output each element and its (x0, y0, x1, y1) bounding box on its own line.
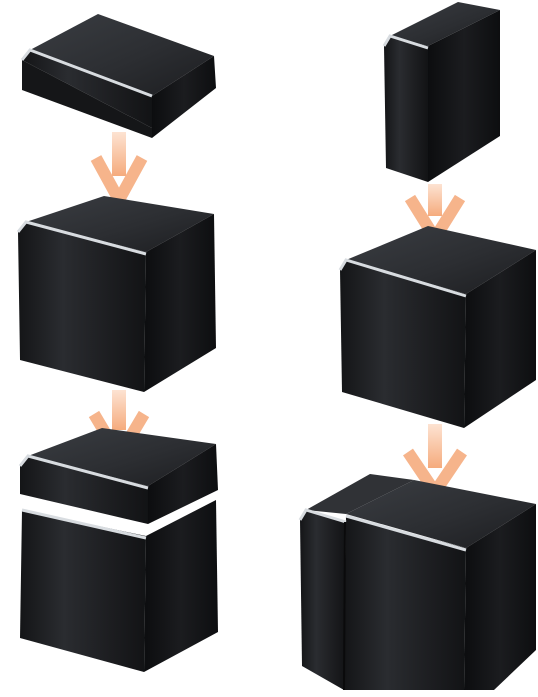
cube (340, 226, 536, 428)
arrow-down-icon (96, 132, 142, 200)
tall-box-beside-cube (300, 474, 536, 690)
cube (18, 196, 216, 392)
flat-box-stacked-on-cube (20, 428, 218, 672)
flat-box (22, 14, 216, 138)
tall-box (384, 2, 500, 182)
